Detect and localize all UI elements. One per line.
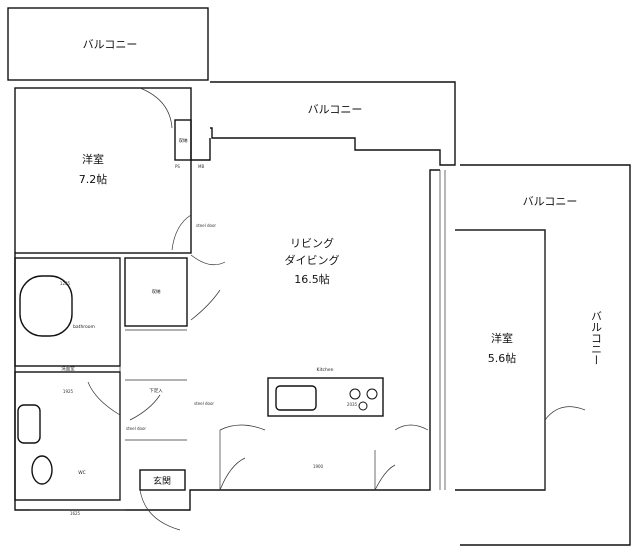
washroom-label: 洗面室 <box>61 365 75 372</box>
toilet <box>31 455 53 485</box>
bedroom-2-name: 洋室 <box>491 331 513 345</box>
balcony-top-left <box>7 7 209 81</box>
balcony-right <box>460 164 631 546</box>
wash-basin <box>17 404 41 444</box>
kitchen-label: Kitchen <box>317 367 334 373</box>
steel-door-2-label: steel door <box>194 401 214 406</box>
entrance-outline <box>139 469 186 491</box>
closet-bedroom-1-label: 収納 <box>179 137 188 144</box>
dim-1285: 1285 <box>60 281 71 286</box>
bedroom-1-name: 洋室 <box>82 152 104 166</box>
dim-1625: 1625 <box>70 511 81 516</box>
storage-block <box>124 257 188 327</box>
dim-1900: 1900 <box>313 464 324 469</box>
ps-label: PS <box>175 164 180 169</box>
entrance-label: 玄関 <box>153 475 171 487</box>
bedroom-1-outline <box>14 87 192 254</box>
storage-label: 収納 <box>152 288 161 295</box>
outer-wall <box>14 169 440 511</box>
living-top-wall <box>191 138 211 161</box>
mb-label: MB <box>198 164 204 169</box>
steel-door-1-label: steel door <box>196 223 216 228</box>
kitchen-counter <box>267 377 384 417</box>
dim-2035: 2035 <box>347 402 358 407</box>
closet-bedroom-1 <box>174 119 192 161</box>
kitchen-sink <box>275 385 317 411</box>
balcony-right-side-label: バルコニー <box>590 311 603 366</box>
bedroom-2-size: 5.6帖 <box>488 352 517 365</box>
living-name-line2: ダイビング <box>285 253 340 267</box>
bathroom-label: bathroom <box>73 324 95 330</box>
balcony-top-mid-label: バルコニー <box>308 103 363 116</box>
bathtub <box>19 275 73 337</box>
dim-1925: 1925 <box>63 389 74 394</box>
shoe-closet-label: 下足入 <box>149 388 163 394</box>
living-size: 16.5帖 <box>294 273 330 286</box>
bedroom-1-size: 7.2帖 <box>79 173 108 186</box>
steel-door-3-label: steel door <box>126 426 146 431</box>
balcony-top-middle <box>210 81 456 166</box>
bathroom-block <box>14 257 121 367</box>
balcony-right-top-label: バルコニー <box>523 195 578 208</box>
balcony-top-left-label: バルコニー <box>83 38 138 51</box>
wc-label: WC <box>78 470 86 476</box>
living-name-line1: リビング <box>290 236 334 250</box>
